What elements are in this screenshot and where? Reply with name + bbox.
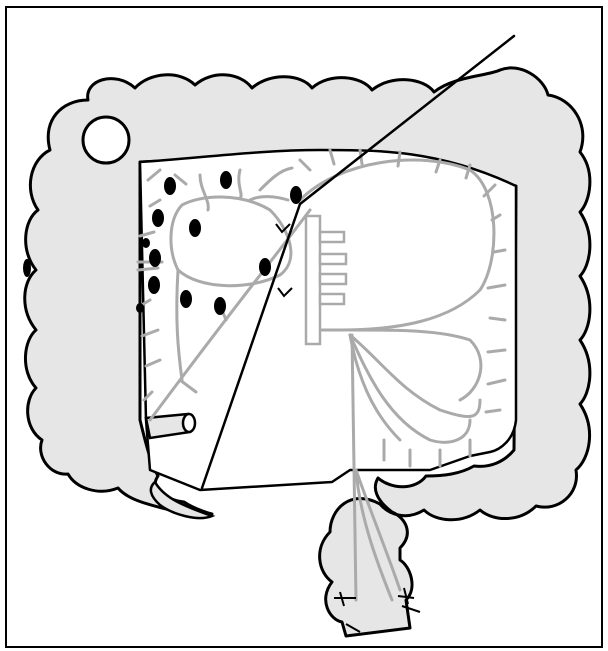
- lymph-node-icon: [152, 209, 164, 227]
- lymph-node-icon: [259, 258, 271, 276]
- lymph-node-icon: [214, 297, 226, 315]
- lymph-node-icon: [142, 238, 150, 248]
- cecum-circle: [83, 117, 129, 163]
- edge-marker: [23, 259, 31, 277]
- lymph-node-icon: [180, 290, 192, 308]
- lymph-node-icon: [136, 303, 144, 313]
- lymph-node-icon: [164, 177, 176, 195]
- lymph-node-icon: [148, 276, 160, 294]
- lymph-node-icon: [149, 249, 161, 267]
- ileum-lumen: [183, 414, 195, 432]
- lymph-node-icon: [220, 171, 232, 189]
- lymph-node-icon: [189, 219, 201, 237]
- lymph-node-icon: [290, 186, 302, 204]
